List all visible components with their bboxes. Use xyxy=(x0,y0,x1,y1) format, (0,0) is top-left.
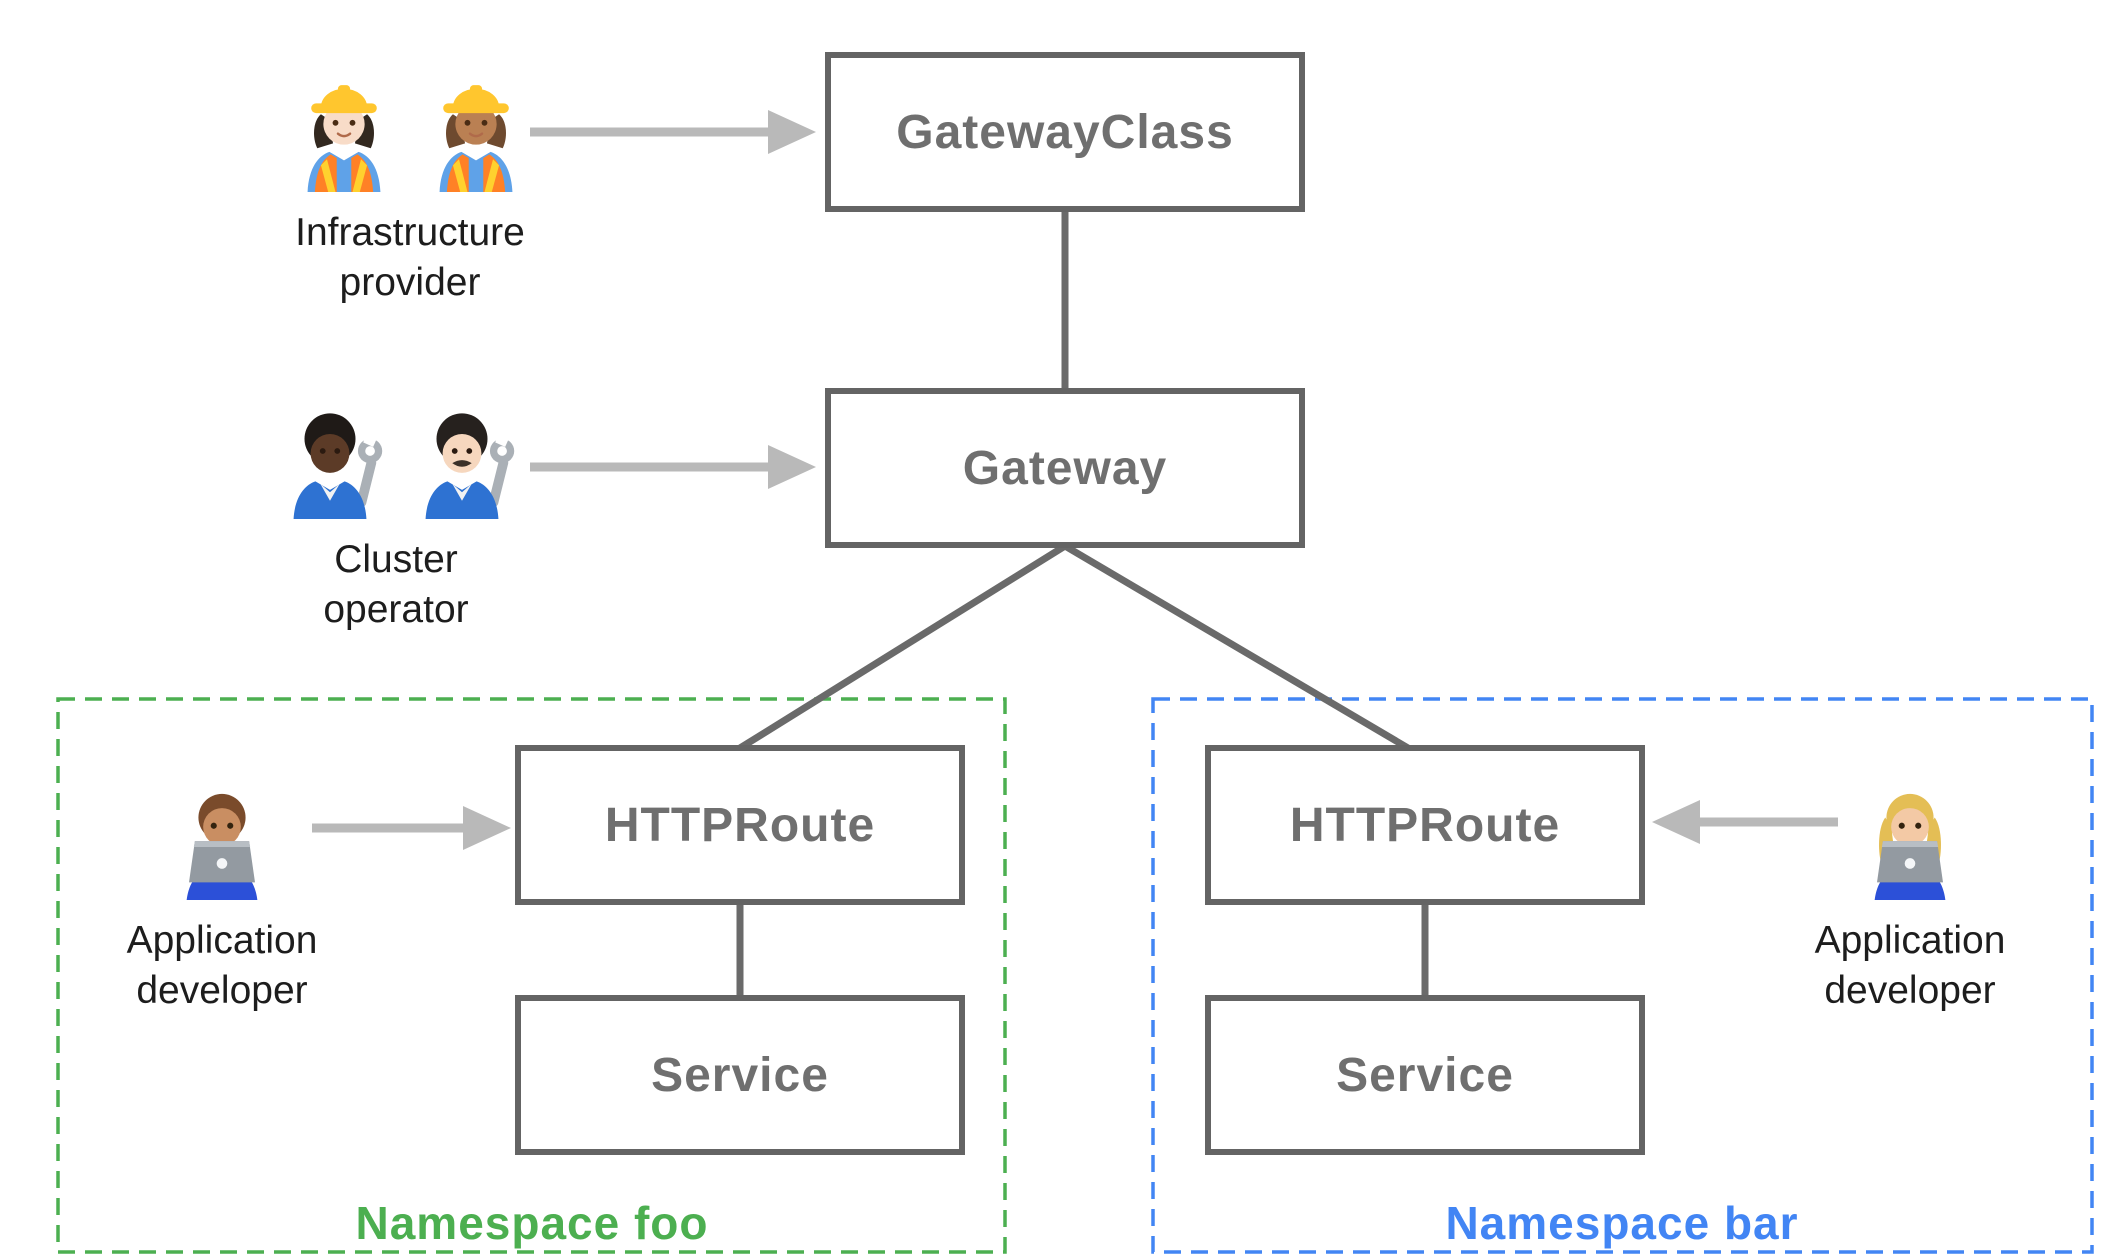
connector-gateway-httproute-bar xyxy=(1063,542,1410,752)
application-developer-bar-label-line1: Application xyxy=(1814,919,2006,962)
node-service-bar-label: Service xyxy=(1336,1048,1514,1102)
application-developer-foo-icons xyxy=(163,768,281,900)
arrow-cluster-operator-to-gateway xyxy=(530,445,816,489)
arrow-app-developer-to-httproute-foo xyxy=(312,806,511,850)
node-gateway: Gateway xyxy=(825,388,1305,548)
node-httproute-bar-label: HTTPRoute xyxy=(1289,798,1561,852)
application-developer-bar-label-line2: developer xyxy=(1824,969,1996,1012)
application-developer-foo-label: Application developer xyxy=(127,916,318,1016)
node-gatewayclass-label: GatewayClass xyxy=(896,105,1234,159)
man-mechanic-icon xyxy=(401,383,523,519)
infrastructure-provider-icons xyxy=(283,56,537,192)
node-httproute-foo: HTTPRoute xyxy=(515,745,965,905)
persona-cluster-operator: Cluster operator xyxy=(226,383,566,635)
persona-application-developer-foo: Application developer xyxy=(62,768,382,1016)
namespace-foo-boundary xyxy=(56,697,1007,1254)
mechanic-icon xyxy=(269,383,391,519)
node-httproute-foo-label: HTTPRoute xyxy=(604,798,876,852)
infrastructure-provider-label: Infrastructure provider xyxy=(295,208,525,308)
namespace-bar-boundary xyxy=(1151,697,2094,1254)
man-technologist-icon xyxy=(163,768,281,900)
application-developer-foo-label-line2: developer xyxy=(136,969,308,1012)
woman-construction-worker-icon xyxy=(283,56,405,192)
connector-gateway-httproute-foo xyxy=(738,543,1067,751)
cluster-operator-icons xyxy=(269,383,523,519)
node-gatewayclass: GatewayClass xyxy=(825,52,1305,212)
woman-construction-worker-icon xyxy=(415,56,537,192)
cluster-operator-label-line2: operator xyxy=(323,588,469,631)
node-service-foo-label: Service xyxy=(651,1048,829,1102)
namespace-bar-label: Namespace bar xyxy=(1445,1197,1799,1249)
arrow-app-developer-to-httproute-bar xyxy=(1652,800,1838,844)
persona-arrows xyxy=(312,110,1838,850)
cluster-operator-label-line1: Cluster xyxy=(334,538,458,581)
application-developer-bar-icons xyxy=(1851,768,1969,900)
infrastructure-provider-label-line2: provider xyxy=(339,261,481,304)
application-developer-bar-label: Application developer xyxy=(1815,916,2006,1016)
persona-infrastructure-provider: Infrastructure provider xyxy=(240,56,580,308)
node-httproute-bar: HTTPRoute xyxy=(1205,745,1645,905)
woman-technologist-icon xyxy=(1851,768,1969,900)
resource-connector-lines xyxy=(736,210,1429,997)
infrastructure-provider-label-line1: Infrastructure xyxy=(295,211,525,254)
cluster-operator-label: Cluster operator xyxy=(323,535,468,635)
node-service-foo: Service xyxy=(515,995,965,1155)
node-gateway-label: Gateway xyxy=(962,441,1168,495)
node-service-bar: Service xyxy=(1205,995,1645,1155)
namespace-foo-label: Namespace foo xyxy=(355,1197,709,1249)
persona-application-developer-bar: Application developer xyxy=(1750,768,2070,1016)
application-developer-foo-label-line1: Application xyxy=(126,919,318,962)
arrow-infrastructure-provider-to-gatewayclass xyxy=(530,110,816,154)
